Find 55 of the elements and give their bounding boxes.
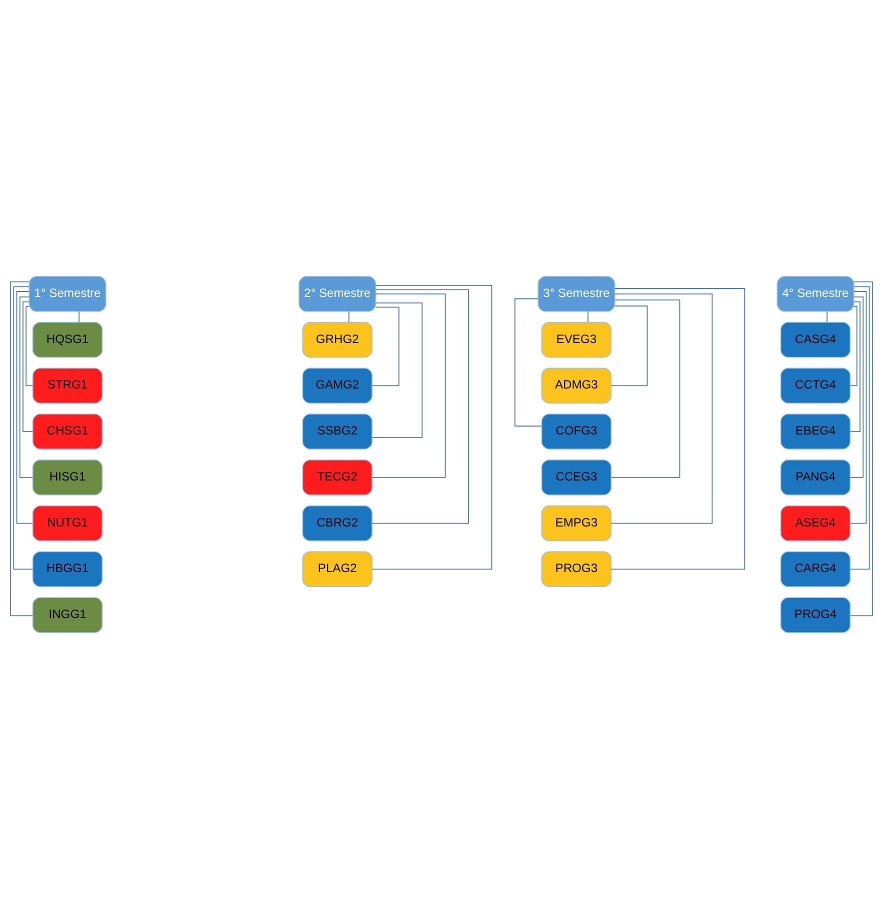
node-box: 2° Semestre [298,275,376,312]
node-box: GAMG2 [302,367,373,404]
node-box: CARG4 [780,550,851,587]
connector [372,284,492,570]
node-box: CCEG3 [541,458,612,495]
connector [372,306,400,386]
node-box: GRHG2 [302,321,373,358]
connector [10,280,34,616]
connector [850,306,858,386]
node-box: SSBG2 [302,413,373,450]
connector [13,286,34,570]
connector [372,288,469,524]
connector [19,296,34,478]
node-box: EMPG3 [541,504,612,541]
connector [610,299,680,478]
connector [22,300,34,432]
connector [826,310,828,322]
node-box: EBEG4 [780,413,851,450]
connector [26,306,34,386]
node-box: PLAG2 [302,550,373,587]
node-box: PROG4 [780,596,851,633]
node-box: PROG3 [541,550,612,587]
node-box: ASEG4 [780,504,851,541]
node-box: CCTG4 [780,367,851,404]
connector [78,310,80,322]
node-box: HQSG1 [32,321,103,358]
connector [850,286,870,570]
connector [850,280,873,616]
connector [610,288,746,570]
node-box: HBGG1 [32,550,103,587]
node-box: INGG1 [32,596,103,633]
connector [514,298,542,426]
node-box: 4° Semestre [776,275,854,312]
node-box: PANG4 [780,458,851,495]
connector [610,292,713,524]
node-box: ADMG3 [541,367,612,404]
connector [16,290,33,524]
node-box: EVEG3 [541,321,612,358]
connector [850,296,864,478]
node-box: 1° Semestre [28,275,106,312]
connector [372,292,446,478]
connector [850,300,860,432]
connector [372,302,423,438]
connector [348,310,350,322]
node-box: STRG1 [32,367,103,404]
node-box: 3° Semestre [538,275,616,312]
node-box: NUTG1 [32,504,103,541]
connector [850,290,867,524]
node-box: CHSG1 [32,413,103,450]
node-box: CBRG2 [302,504,373,541]
node-box: COFG3 [541,413,612,450]
node-box: TECG2 [302,458,373,495]
node-box: CASG4 [780,321,851,358]
node-box: HISG1 [32,458,103,495]
connector [610,305,648,386]
